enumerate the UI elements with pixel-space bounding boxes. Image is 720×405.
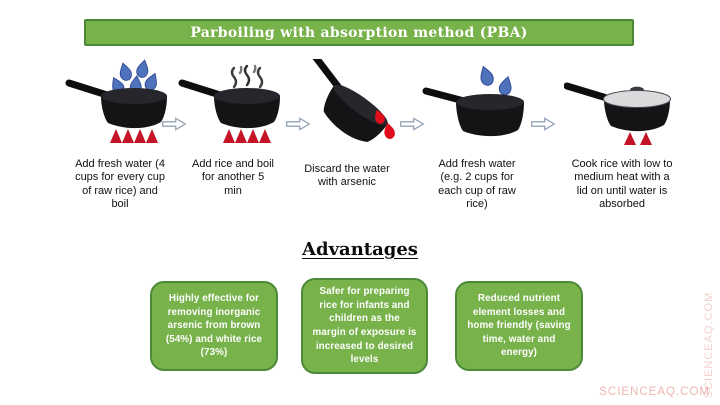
pot-lid-flames-icon bbox=[564, 58, 680, 154]
pot-tilted-pouring-icon bbox=[292, 58, 402, 154]
advantages-heading: Advantages bbox=[302, 239, 418, 260]
advantage-text: Reduced nutrient element losses and home… bbox=[467, 293, 571, 359]
advantage-card-safety: Safer for preparing rice for infants and… bbox=[301, 278, 428, 374]
advantage-text: Safer for preparing rice for infants and… bbox=[312, 286, 417, 366]
arrow-right-icon bbox=[162, 117, 187, 131]
pot-steam-flames-icon bbox=[178, 58, 288, 154]
arrow-right-icon bbox=[286, 117, 311, 131]
advantage-card-nutrients: Reduced nutrient element losses and home… bbox=[455, 281, 583, 371]
pot-water-drops-icon bbox=[422, 58, 532, 154]
advantage-card-effectiveness: Highly effective for removing inorganic … bbox=[150, 281, 278, 371]
advantage-text: Highly effective for removing inorganic … bbox=[165, 293, 263, 359]
step-caption: Add rice and boil for another 5 min bbox=[192, 158, 274, 197]
step-discard-water: Discard the water with arsenic bbox=[292, 58, 402, 190]
step-caption: Discard the water with arsenic bbox=[304, 163, 390, 189]
title-banner: Parboiling with absorption method (PBA) bbox=[84, 19, 634, 46]
page-title: Parboiling with absorption method (PBA) bbox=[190, 24, 528, 41]
step-add-water-boil: Add fresh water (4 cups for every cup of… bbox=[65, 58, 175, 212]
step-caption: Add fresh water (4 cups for every cup of… bbox=[75, 158, 165, 211]
step-add-rice-boil: Add rice and boil for another 5 min bbox=[178, 58, 288, 198]
arrow-right-icon bbox=[531, 117, 556, 131]
advantages-heading-row: Advantages bbox=[0, 239, 720, 260]
pot-water-drops-flames-icon bbox=[65, 58, 175, 154]
step-caption: Cook rice with low to medium heat with a… bbox=[571, 158, 673, 211]
watermark-side: SCIENCEAQ.COM bbox=[703, 291, 715, 399]
arrow-right-icon bbox=[400, 117, 425, 131]
step-add-fresh-water: Add fresh water (e.g. 2 cups for each cu… bbox=[420, 58, 534, 212]
step-cook-rice: Cook rice with low to medium heat with a… bbox=[560, 58, 684, 212]
watermark-bottom: SCIENCEAQ.COM bbox=[599, 386, 710, 398]
step-caption: Add fresh water (e.g. 2 cups for each cu… bbox=[438, 158, 516, 211]
